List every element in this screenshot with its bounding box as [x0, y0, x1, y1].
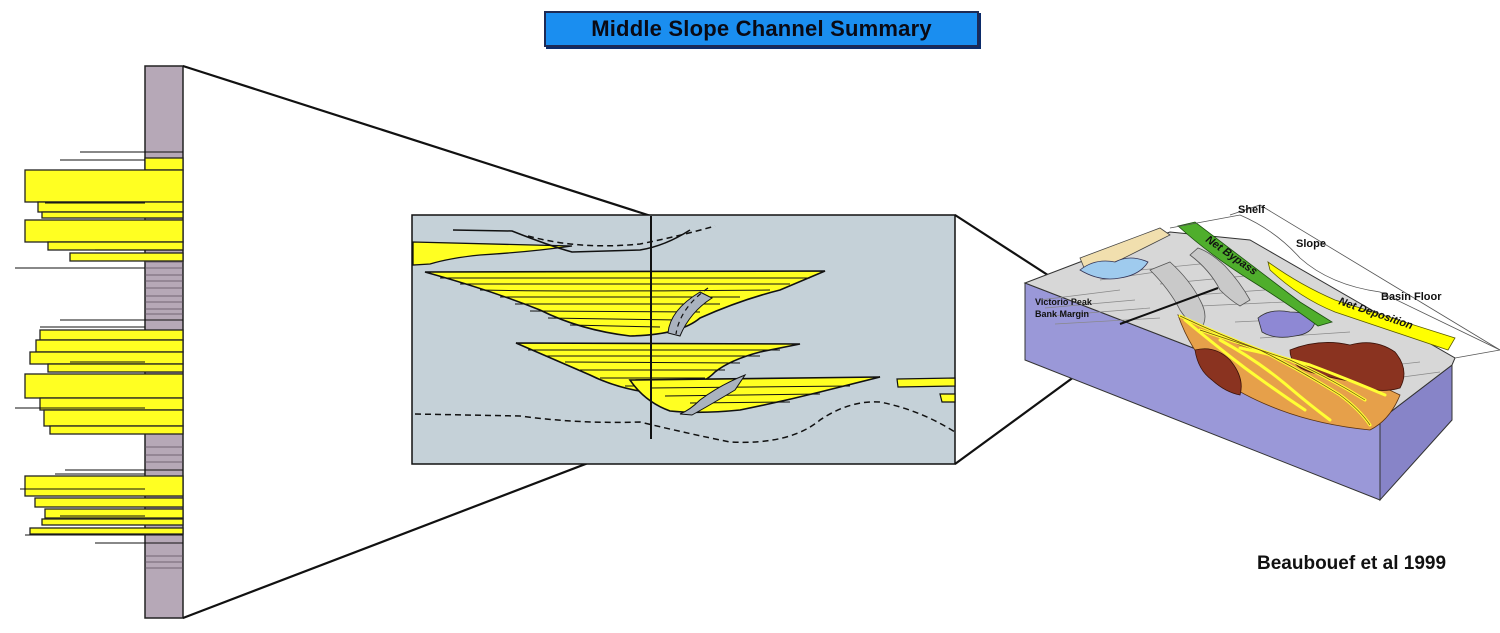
sand-wedge-top — [412, 241, 573, 266]
channel-3-levee — [679, 373, 747, 416]
shelf-label: Shelf — [1238, 204, 1265, 216]
well-log — [15, 65, 184, 619]
erosion-surface-top — [452, 229, 691, 253]
channel-1-levee — [667, 291, 714, 337]
mud-lobe-1 — [1289, 342, 1405, 391]
channel-outlines — [1179, 315, 1371, 426]
page-title: Middle Slope Channel Summary — [591, 16, 932, 41]
title-box: Middle Slope Channel Summary — [544, 11, 979, 47]
profile-line — [1169, 214, 1500, 351]
slope-label: Slope — [1296, 238, 1326, 250]
margin-label-line2: Bank Margin — [1035, 309, 1089, 319]
dashed-surface-top — [527, 225, 716, 247]
sand-bars — [24, 157, 184, 535]
cross-section-panel — [411, 214, 956, 465]
channel-2-layers — [528, 349, 780, 387]
dashed-basal-surface — [414, 401, 956, 444]
basin-floor-label: Basin Floor — [1381, 291, 1442, 303]
block-section-line — [1119, 287, 1219, 325]
mud-lobe-2 — [1194, 348, 1242, 396]
log-column-lines — [145, 261, 183, 569]
margin-label-line1: Victorio Peak — [1035, 297, 1093, 307]
bypass-band — [1177, 221, 1333, 327]
sand-stripes-right — [896, 377, 956, 403]
deposition-band — [1267, 261, 1456, 351]
shelf-water-patch — [1079, 257, 1149, 280]
log-ticks — [15, 151, 183, 544]
citation: Beaubouef et al 1999 — [1257, 553, 1447, 574]
block-diagram: Net Bypass Net Deposition Shelf Slope Ba… — [1023, 204, 1500, 502]
